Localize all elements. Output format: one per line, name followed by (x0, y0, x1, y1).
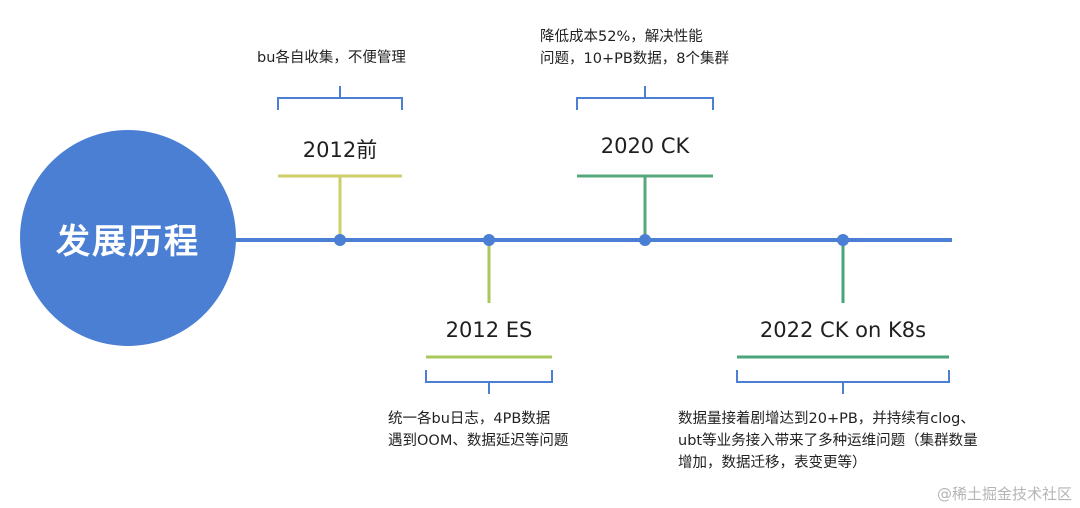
milestone-note-2022-ck-k8s: 数据量接着剧增达到20+PB，并持续有clog、 ubt等业务接入带来了多种运维… (678, 408, 978, 474)
note-line: ubt等业务接入带来了多种运维问题（集群数量 (678, 433, 978, 449)
milestone-label-2020-ck: 2020 CK (600, 134, 690, 158)
milestone-2012-before-graphics (277, 86, 403, 246)
note-line: 数据量接着剧增达到20+PB，并持续有clog、 (678, 411, 975, 427)
milestone-dot (483, 234, 495, 246)
title-circle: 发展历程 (20, 130, 236, 346)
note-line: 降低成本52%，解决性能 (540, 29, 703, 45)
milestone-dot (334, 234, 346, 246)
milestone-label-2012-before: 2012前 (302, 138, 378, 162)
note-bracket (277, 86, 403, 110)
milestone-dot (639, 234, 651, 246)
note-line: 统一各bu日志，4PB数据 (388, 411, 551, 427)
note-line: 问题，10+PB数据，8个集群 (540, 51, 730, 67)
diagram-title: 发展历程 (56, 221, 200, 262)
note-bracket (736, 370, 950, 394)
note-line: 增加，数据迁移，表变更等） (678, 455, 867, 471)
note-bracket (576, 86, 714, 110)
milestone-note-2012-before: bu各自收集，不便管理 (257, 47, 406, 69)
milestone-label-2022-ck-k8s: 2022 CK on K8s (759, 318, 927, 342)
milestone-dot (837, 234, 849, 246)
milestone-note-2012-es: 统一各bu日志，4PB数据 遇到OOM、数据延迟等问题 (388, 408, 568, 452)
milestone-2022-ck-k8s-graphics (736, 234, 950, 394)
milestone-2012-es-graphics (425, 234, 553, 394)
note-line: 遇到OOM、数据延迟等问题 (388, 433, 569, 449)
milestone-label-2012-es: 2012 ES (445, 318, 533, 342)
watermark: @稀土掘金技术社区 (936, 485, 1072, 503)
note-bracket (425, 370, 553, 394)
note-line: bu各自收集，不便管理 (257, 50, 406, 66)
milestone-note-2020-ck: 降低成本52%，解决性能 问题，10+PB数据，8个集群 (540, 26, 729, 70)
milestone-2020-ck-graphics (576, 86, 714, 246)
